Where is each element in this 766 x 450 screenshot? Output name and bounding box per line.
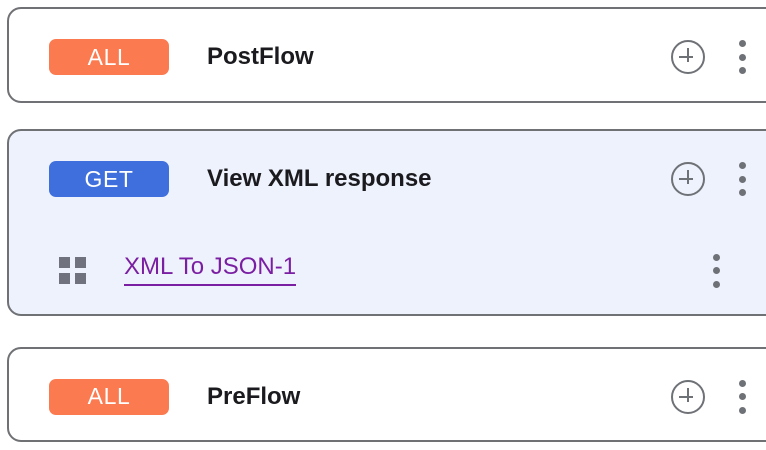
plus-circle-icon[interactable] [671,40,705,74]
grid-square [59,273,70,284]
policy-row[interactable]: XML To JSON-1 [9,227,766,314]
kebab-dot [712,280,720,288]
plus-circle-icon[interactable] [671,379,705,414]
grid-square [59,257,70,268]
kebab-dot [738,175,746,183]
kebab-dot [712,267,720,274]
grid-square [75,273,86,284]
kebab-dot [738,393,746,400]
policy-link-xml-to-json-1[interactable]: XML To JSON-1 [124,255,297,286]
flow-title: PostFlow [207,43,314,70]
kebab-menu-icon[interactable] [731,379,753,414]
policy-grid-icon [59,257,86,284]
method-badge-get: GET [49,161,169,197]
kebab-dot [738,162,746,169]
kebab-dot [738,53,746,61]
flow-title: View XML response [207,165,432,192]
method-badge-all: ALL [49,39,169,75]
flow-card-preflow[interactable]: ALL PreFlow [7,347,766,442]
policy-row-actions [705,227,727,314]
kebab-dot [738,406,746,414]
kebab-dot [738,189,746,196]
flow-row-actions [671,349,753,444]
flow-title: PreFlow [207,382,301,410]
kebab-dot [738,40,746,47]
kebab-dot [712,253,720,261]
flow-card-view-xml-response[interactable]: GET View XML response XML To JSON-1 [7,129,766,316]
flow-header-row[interactable]: ALL PostFlow [9,9,766,105]
flow-header-row[interactable]: GET View XML response [9,131,766,227]
kebab-menu-icon[interactable] [705,253,727,288]
flow-row-actions [671,131,753,227]
flow-card-postflow[interactable]: ALL PostFlow [7,7,766,103]
plus-circle-icon[interactable] [671,162,705,196]
grid-square [75,257,86,268]
flow-row-actions [671,9,753,105]
kebab-dot [738,67,746,74]
kebab-dot [738,379,746,387]
method-badge-all: ALL [49,378,169,415]
kebab-menu-icon[interactable] [731,40,753,74]
kebab-menu-icon[interactable] [731,162,753,196]
flow-header-row[interactable]: ALL PreFlow [9,349,766,444]
